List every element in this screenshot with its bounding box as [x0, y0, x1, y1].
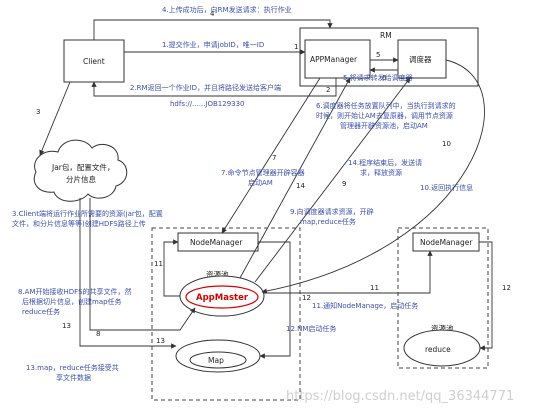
label-step4: 4.上传成功后，向RM发送请求：执行作业 [162, 5, 292, 14]
label-step13-l2: 享文件数据 [56, 373, 91, 382]
client-box [63, 39, 125, 83]
edge-num-12b: 12 [502, 284, 511, 292]
label-step5: 5.将请求转发给调度器 [343, 73, 413, 82]
app-manager-label: APPManager [310, 55, 358, 64]
edge-num-12a: 12 [302, 294, 311, 302]
label-step6-l3: 管理器开辟资源池，启动AM [340, 121, 428, 130]
edge-num-9: 9 [342, 180, 346, 188]
arrow-step9 [254, 77, 411, 283]
watermark: https://blog.csdn.net/qq_36344771 [286, 389, 514, 404]
app-manager-box [304, 39, 371, 79]
edge-num-14: 14 [296, 182, 305, 190]
label-step3-l2: 文件，和分片信息等等)创建HDFS路径上传 [12, 219, 146, 228]
edge-num-6: 6 [382, 74, 387, 82]
arrow-step13a [79, 198, 177, 349]
right-nodemanager-label: NodeManager [420, 238, 473, 247]
edge-num-13b: 13 [156, 337, 165, 345]
edge-num-3: 3 [36, 108, 40, 116]
edge-num-1: 1 [294, 43, 298, 51]
label-step8-l3: reduce任务 [22, 307, 60, 316]
label-step13-l1: 13.map，reduce任务接受共 [26, 363, 119, 372]
reduce-label: reduce [425, 345, 451, 354]
map-ellipse [189, 351, 247, 369]
label-step3-l1: 3.Client端将运行作业所需要的资源(jar包，配置 [12, 209, 163, 218]
map-label: Map [208, 356, 224, 365]
rm-label: RM [380, 31, 392, 40]
label-step14-l2: 求，释放资源 [360, 168, 402, 177]
arrow-step12-right [479, 241, 493, 351]
label-step14-l1: 14.程序结束后，发送请 [348, 158, 422, 167]
jar-cloud-line2: 分片信息 [66, 174, 96, 184]
app-master-ellipse [185, 285, 259, 309]
label-step2: 2.RM返回一个作业ID，并且将路径发送给客户端 [130, 83, 281, 92]
arrow-step11-right [264, 250, 433, 294]
arrow-step4 [93, 19, 333, 40]
edge-num-2: 2 [326, 86, 330, 94]
label-step6-l2: 时候，则开始让AM去复原器，调用节点资源 [316, 111, 453, 120]
label-step7-l1: 7.命令节点管理器开辟容器 [221, 168, 305, 177]
label-step1: 1.提交作业，申请jobID，唯一ID [162, 40, 264, 49]
scheduler-label: 调度器 [409, 54, 432, 64]
label-step7-l2: 启动AM [248, 178, 273, 187]
arrow-step10 [261, 59, 485, 294]
edge-num-4: 4 [210, 10, 215, 18]
label-step8-l2: 后根据切片信息，创建map任务 [22, 297, 122, 306]
arrow-step7 [221, 77, 321, 234]
label-step8-l1: 8.AM开始接收HDFS的共享文件，然 [18, 287, 132, 296]
edge-num-8: 8 [96, 330, 100, 338]
edge-num-11a: 11 [154, 260, 163, 268]
label-step6-l1: 6.调度器将任务放置队列中，当执行到请求的 [316, 101, 456, 110]
edge-num-13a: 13 [62, 322, 71, 330]
label-step2-path: hdfs://......JOB129330 [170, 100, 245, 108]
reduce-pool-label: 资源池 [431, 323, 454, 333]
label-step9-l2: map,reduce任务 [300, 217, 356, 226]
arrow-step3 [39, 81, 71, 156]
jar-cloud-line1: Jar包，配置文件， [51, 162, 114, 172]
label-step12: 12.NM启动任务 [286, 324, 336, 333]
arrow-step8 [89, 198, 196, 331]
app-master-label: AppMaster [196, 293, 249, 303]
scheduler-box [397, 39, 447, 79]
arrow-step2 [91, 78, 337, 97]
edge-num-5: 5 [376, 51, 380, 59]
label-step11: 11.通知NodeManage，启动任务 [312, 301, 418, 310]
am-pool-label: 资源池 [206, 269, 229, 279]
edge-num-11b: 11 [370, 284, 379, 292]
arrow-step12-left [258, 241, 291, 359]
edge-num-7: 7 [272, 154, 276, 162]
label-step9-l1: 9.向调度器请求资源，开辟 [290, 207, 374, 216]
jar-cloud [33, 139, 128, 202]
left-nodemanager-label: NodeManager [190, 238, 243, 247]
client-label: Client [83, 57, 105, 66]
arrow-step11-left [163, 239, 180, 297]
right-node-region [397, 227, 489, 369]
edge-num-10: 10 [442, 140, 451, 148]
arrow-step14 [239, 77, 351, 279]
label-step10: 10.返回执行信息 [420, 183, 473, 192]
